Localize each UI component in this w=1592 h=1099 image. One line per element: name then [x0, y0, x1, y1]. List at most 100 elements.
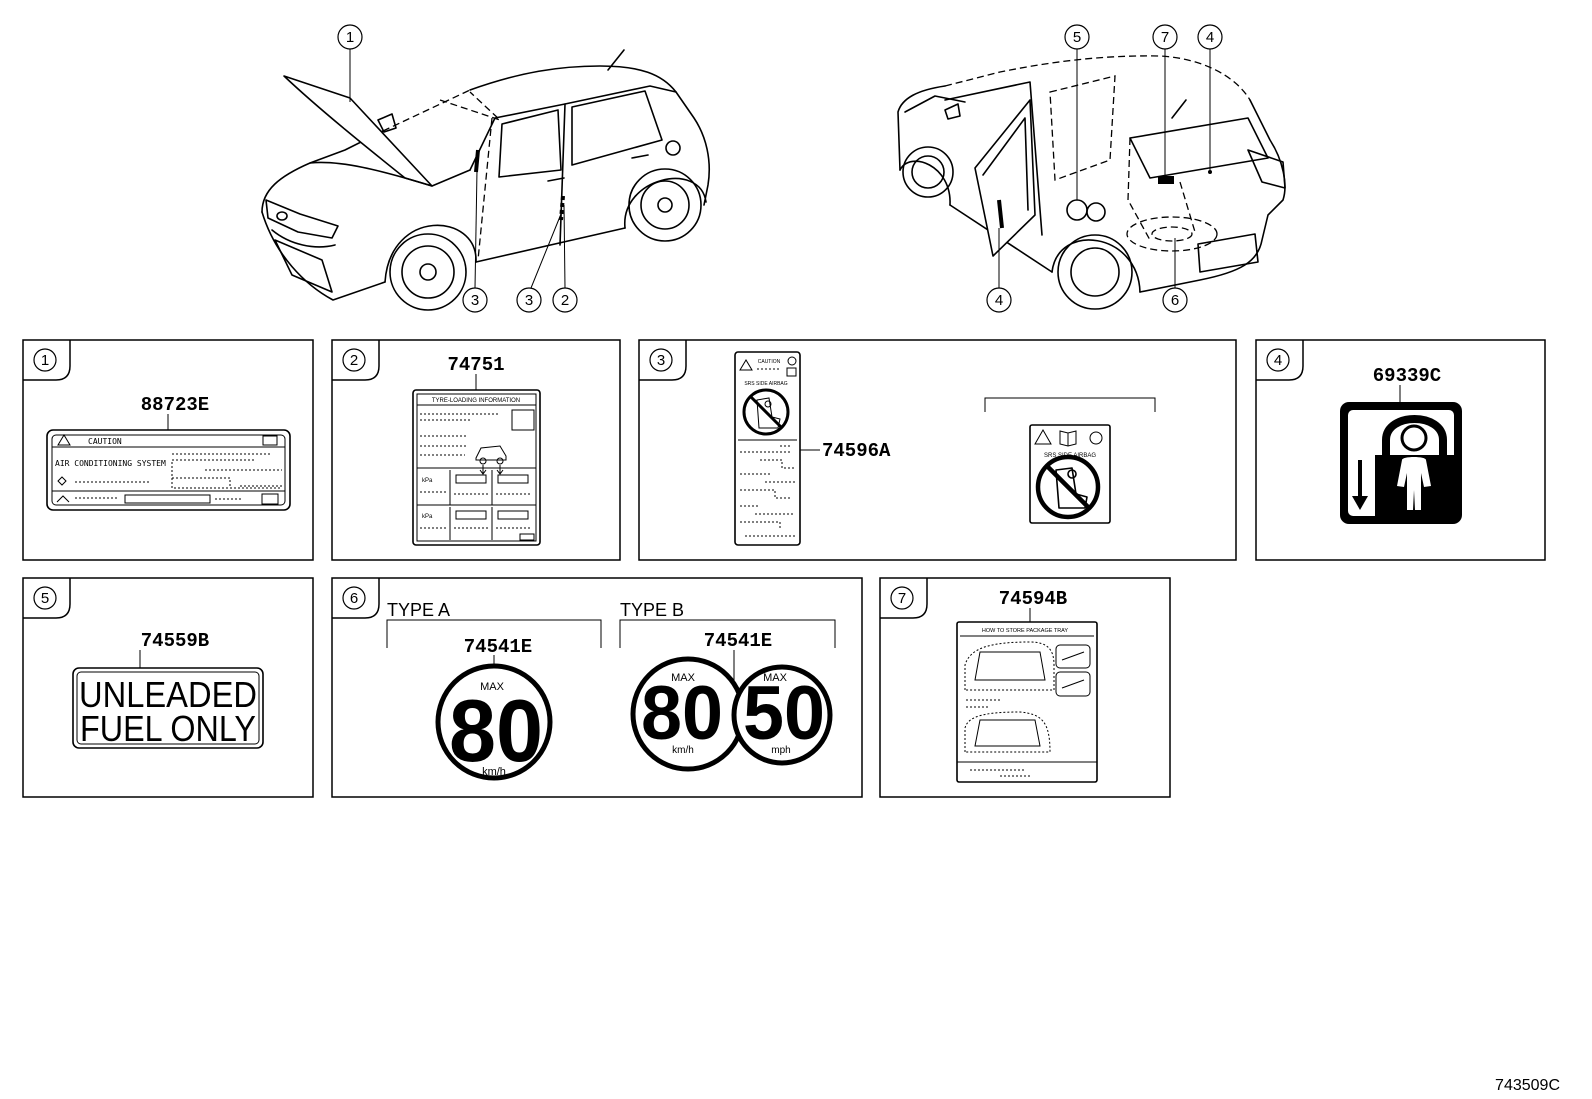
callout-number: 7 — [1161, 29, 1169, 46]
open-hood — [283, 75, 433, 187]
label-heading: CAUTION — [758, 359, 781, 365]
type-label: TYPE A — [387, 600, 450, 620]
car-load-icon — [475, 445, 507, 475]
part-number: 74541E — [704, 630, 772, 652]
label-heading: TYRE-LOADING INFORMATION — [432, 398, 520, 404]
label-text: AIR CONDITIONING SYSTEM — [55, 459, 166, 468]
speed-limit-sign-kmh: MAX 80 km/h — [435, 663, 553, 781]
callout-number: 4 — [1206, 29, 1214, 46]
car-rear-open-hatch — [964, 641, 1055, 691]
label-location-door — [997, 199, 1004, 229]
hatch-opening — [1129, 117, 1269, 179]
type-label: TYPE B — [620, 600, 684, 620]
panel-tab — [1256, 340, 1304, 381]
callout-number: 3 — [471, 292, 479, 309]
callout-4: 4 — [986, 287, 1012, 313]
sign-unit: mph — [771, 745, 790, 756]
airbag-label-square: SRS SIDE AIRBAG — [1029, 424, 1111, 524]
bracket — [984, 397, 1156, 412]
diamond-icon — [57, 476, 67, 486]
panel-number: 4 — [1274, 352, 1282, 369]
rear-light — [665, 140, 681, 156]
side-mirror — [944, 103, 961, 120]
part-number: 74594B — [999, 588, 1067, 610]
panel-4: 4 69339C — [1255, 339, 1546, 561]
warning-icon — [739, 359, 753, 371]
part-number: 74559B — [141, 630, 209, 652]
pressure-unit: kPa — [422, 514, 433, 520]
label-heading: HOW TO STORE PACKAGE TRAY — [982, 628, 1069, 634]
speed-limit-sign-kmh: MAX 80 km/h — [630, 656, 746, 772]
callout-2: 2 — [552, 287, 578, 313]
sign-unit: km/h — [672, 745, 694, 756]
callout-number: 2 — [561, 292, 569, 309]
callout-number: 6 — [1171, 292, 1179, 309]
door-inner-edge — [982, 117, 1029, 211]
label-location-trunk — [1158, 176, 1174, 184]
panel-number: 1 — [41, 352, 49, 369]
panel-frame — [22, 339, 314, 561]
callout-number: 3 — [525, 292, 533, 309]
pressure-unit: kPa — [422, 478, 433, 484]
panel-frame — [638, 339, 1237, 561]
info-icon — [1089, 431, 1103, 445]
car-rear-closed — [964, 711, 1051, 753]
fuel-label-line1: UNLEADED — [79, 674, 257, 715]
label-location-deck — [1208, 170, 1212, 174]
license-plate — [1197, 233, 1259, 273]
cargo-area — [974, 719, 1041, 747]
info-icon — [787, 356, 797, 366]
fuel-door-outer — [1086, 202, 1106, 222]
taillight — [1247, 149, 1286, 189]
panel-number-circle — [342, 348, 366, 372]
callout-3: 3 — [516, 287, 542, 313]
panel-3: 3 74596A CAUTION SRS SIDE AIRBAG — [638, 339, 1237, 561]
front-door-window — [498, 109, 562, 178]
panel-frame — [331, 577, 863, 798]
panel-tab — [639, 340, 687, 381]
car-roof-line — [469, 65, 711, 206]
leader-line — [563, 204, 566, 289]
part-number: 88723E — [141, 394, 209, 416]
front-wheel-arch — [899, 160, 951, 206]
rear-wheel — [1057, 234, 1133, 310]
part-number: 74596A — [822, 440, 891, 462]
panel-tab — [23, 340, 71, 381]
fender-line — [309, 161, 471, 187]
side-mirror — [377, 113, 397, 133]
b-pillar — [559, 103, 566, 246]
hatch-opening — [974, 651, 1046, 681]
callout-1: 1 — [337, 24, 363, 50]
tray-step-1 — [1055, 644, 1091, 669]
callout-number: 4 — [995, 292, 1003, 309]
panel-number: 6 — [350, 590, 358, 607]
bracket — [386, 619, 602, 648]
lower-intake — [274, 239, 333, 293]
no-child-seat-icon — [742, 388, 790, 436]
warning-icon — [1034, 428, 1052, 445]
panel-tab — [332, 578, 380, 619]
type-a: TYPE A 74541E MAX 80 km/h — [386, 600, 602, 781]
rear-door-handle — [631, 154, 649, 159]
rear-wheel-arch — [1051, 239, 1141, 293]
panel-frame — [331, 339, 621, 561]
callout-3: 3 — [462, 287, 488, 313]
front-window-line — [904, 95, 966, 113]
panel-1: 1 88723E CAUTION AIR CONDITIONING SYSTEM — [22, 339, 314, 561]
quarter-window — [1049, 75, 1116, 181]
panel-number: 5 — [41, 590, 49, 607]
caution-label: CAUTION AIR CONDITIONING SYSTEM — [46, 429, 291, 511]
panel-tab — [332, 340, 380, 381]
spare-tire-hub — [1151, 226, 1193, 242]
panel-number: 3 — [657, 352, 665, 369]
figure-id: 743509C — [1495, 1077, 1560, 1094]
label-heading: CAUTION — [88, 437, 122, 446]
front-wheel — [389, 233, 467, 311]
roof-line — [944, 55, 1251, 101]
panel-number-circle — [649, 348, 673, 372]
panel-tab — [23, 578, 71, 619]
panel-frame — [1255, 339, 1546, 561]
front-door-edge — [477, 117, 493, 261]
manual-icon — [786, 367, 797, 377]
panel-7: 7 74594B HOW TO STORE PACKAGE TRAY — [879, 577, 1171, 798]
